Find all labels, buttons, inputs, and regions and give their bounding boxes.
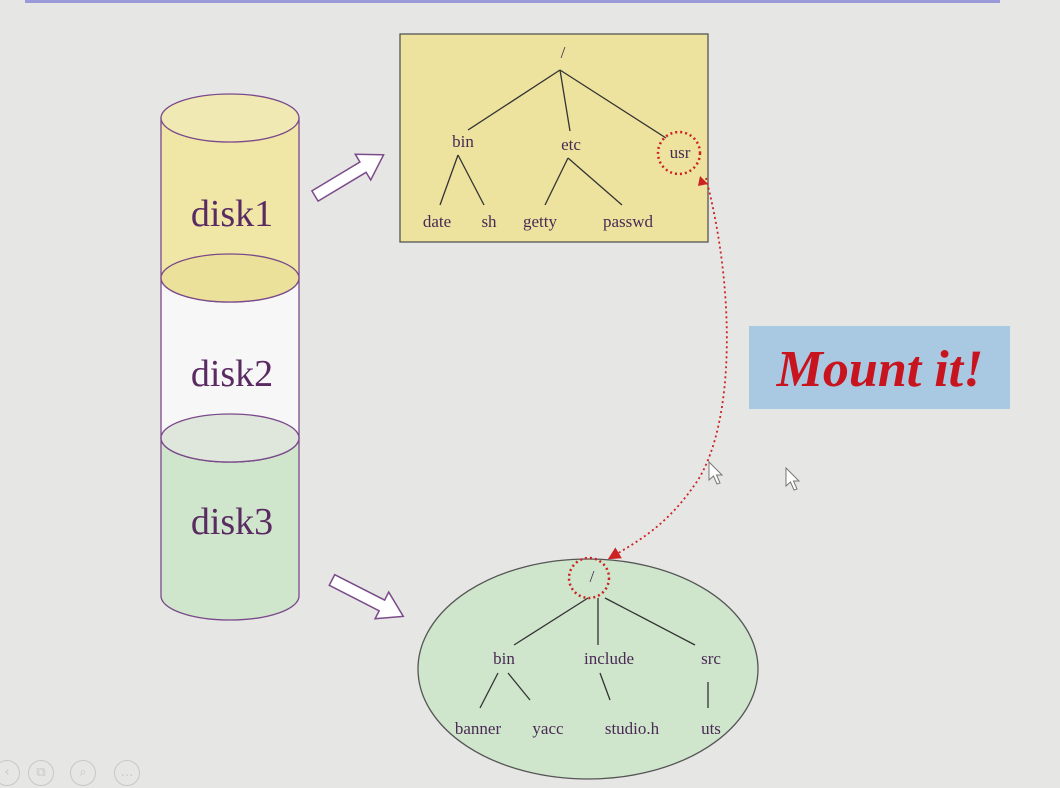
mouse-pointer-icon bbox=[785, 466, 801, 491]
mouse-pointer-icon bbox=[708, 460, 724, 485]
tree-node-sh: sh bbox=[481, 212, 497, 231]
tree-node-include: include bbox=[584, 649, 634, 668]
tree-root-node: / bbox=[561, 43, 566, 62]
tree-node-banner: banner bbox=[455, 719, 502, 738]
tree-node-bin: bin bbox=[493, 649, 515, 668]
copy-icon[interactable]: ⧉ bbox=[28, 760, 54, 786]
more-icon[interactable]: … bbox=[114, 760, 140, 786]
mount-callout-text: Mount it! bbox=[776, 341, 984, 398]
disk3-label: disk3 bbox=[191, 501, 273, 543]
tree-node-usr: usr bbox=[670, 143, 691, 162]
disk1-to-tree-arrow bbox=[310, 153, 385, 203]
top-rule bbox=[25, 0, 1000, 3]
disk3-to-tree-arrow bbox=[328, 573, 405, 620]
root-filesystem-tree: / bin etc usr date sh getty passwd bbox=[399, 33, 709, 243]
tree-node-yacc: yacc bbox=[532, 719, 564, 738]
root-mount-point-marker bbox=[567, 556, 611, 600]
tree-node-src: src bbox=[701, 649, 721, 668]
tree-root-node: / bbox=[590, 567, 595, 586]
tree-node-uts: uts bbox=[701, 719, 721, 738]
previous-icon[interactable]: ‹ bbox=[0, 760, 20, 786]
mount-link-arrow bbox=[607, 177, 728, 560]
tree-node-etc: etc bbox=[561, 135, 581, 154]
mount-link-arrowhead bbox=[698, 176, 708, 186]
disk2-label: disk2 bbox=[191, 353, 273, 395]
disk1-label: disk1 bbox=[191, 193, 273, 235]
disk1-cylinder: disk1 bbox=[160, 93, 300, 303]
disk3-filesystem-tree: / bin include src banner yacc studio.h u… bbox=[417, 556, 759, 780]
mount-callout: Mount it! bbox=[749, 326, 1010, 409]
usr-mount-point-marker bbox=[656, 130, 702, 176]
disk-stack: disk3 disk2 disk1 bbox=[160, 93, 300, 621]
tree-node-bin: bin bbox=[452, 132, 474, 151]
tree-node-date: date bbox=[423, 212, 451, 231]
tree-node-passwd: passwd bbox=[603, 212, 654, 231]
tree-node-studio-h: studio.h bbox=[605, 719, 660, 738]
zoom-icon[interactable]: ⌕ bbox=[70, 760, 96, 786]
tree-node-getty: getty bbox=[523, 212, 557, 231]
